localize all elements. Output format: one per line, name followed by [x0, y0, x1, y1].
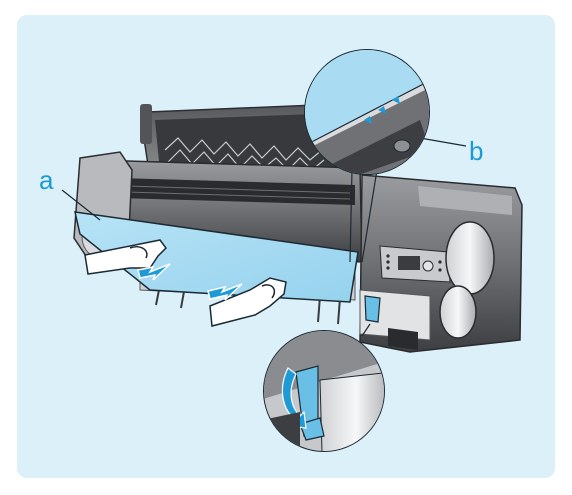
rotate-arrow-icon — [281, 367, 307, 429]
leader-lines — [61, 137, 467, 337]
open-top-cover — [140, 103, 355, 179]
pull-arrow-icon — [137, 263, 243, 301]
hand-left — [84, 239, 167, 275]
magnifier-inset-bottom — [263, 330, 385, 452]
magnifier-inset-top — [304, 49, 430, 175]
hand-right — [209, 277, 287, 327]
release-lever-icon — [364, 295, 381, 323]
callout-label-b: b — [469, 136, 484, 166]
printer-right-unit — [359, 174, 523, 353]
callout-label-a: a — [39, 165, 54, 195]
